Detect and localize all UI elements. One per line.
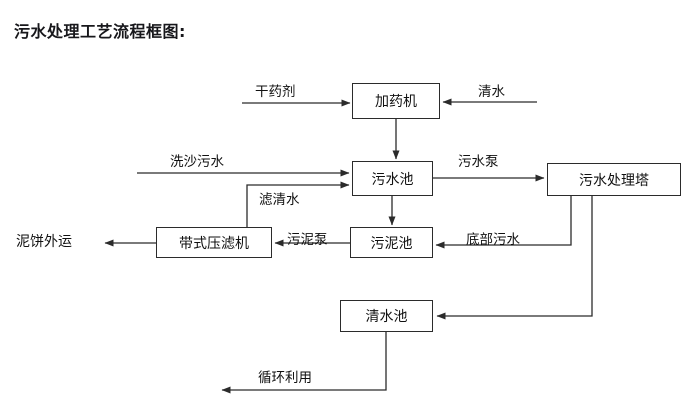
node-label: 带式压滤机: [179, 235, 249, 252]
node-label: 加药机: [375, 94, 417, 110]
node-label: 污泥池: [370, 235, 413, 252]
node-dosing-machine[interactable]: 加药机: [352, 83, 440, 119]
page-title: 污水处理工艺流程框图:: [14, 22, 186, 41]
node-label: 污水处理塔: [579, 172, 649, 189]
node-wastewater-pool[interactable]: 污水池: [352, 161, 433, 196]
edge-label-sludge-pump: 污泥泵: [287, 232, 328, 248]
edge-label-filtered-water: 滤清水: [259, 192, 300, 208]
edge-filtered-water-to-wastewater-pool: [246, 181, 350, 227]
edge-clear-water-pool-to-recycle: [221, 332, 387, 394]
edge-label-bottom-wastewater: 底部污水: [466, 232, 520, 248]
edge-bottom-wastewater-to-sludge-pool: [435, 196, 572, 249]
node-label: 污水池: [371, 171, 414, 188]
edge-label-wastewater-pump: 污水泵: [458, 154, 499, 170]
node-treatment-tower[interactable]: 污水处理塔: [547, 163, 681, 196]
node-belt-filter-press[interactable]: 带式压滤机: [156, 227, 272, 258]
edge-treatment-tower-to-clear-water-pool: [436, 196, 593, 320]
edge-label-sand-wash-water: 洗沙污水: [170, 154, 224, 170]
edge-label-recycle-reuse: 循环利用: [258, 370, 312, 386]
node-clear-water-pool[interactable]: 清水池: [340, 300, 433, 332]
node-label: 清水池: [365, 309, 408, 325]
edge-label-dry-chemical: 干药剂: [255, 84, 296, 100]
terminal-label-mud-cake-out: 泥饼外运: [16, 234, 72, 250]
node-sludge-pool[interactable]: 污泥池: [350, 227, 433, 258]
edge-label-clean-water: 清水: [478, 84, 505, 100]
